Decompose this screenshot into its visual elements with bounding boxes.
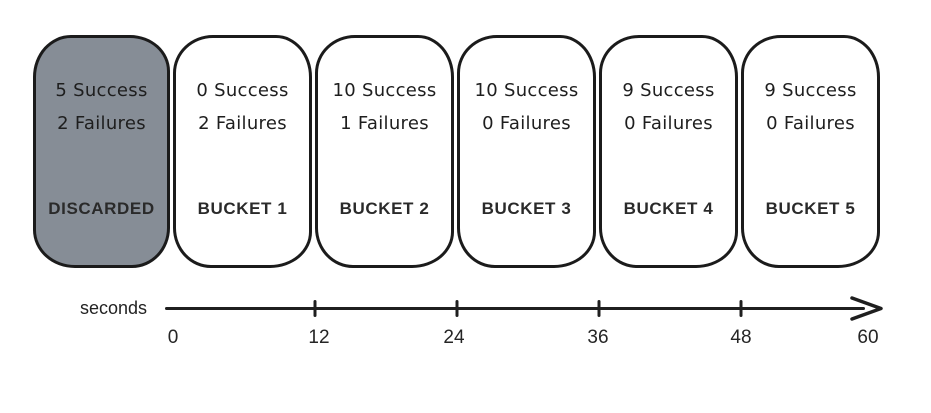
bucket-name-label: BUCKET 3 [481,199,572,218]
bucket-2: 10 Success 1 Failures BUCKET 2 [315,35,454,268]
bucket-3: 10 Success 0 Failures BUCKET 3 [457,35,596,268]
failure-count: 0 Failures [482,113,571,134]
bucket-1: 0 Success 2 Failures BUCKET 1 [173,35,312,268]
bucket-name-label: BUCKET 1 [197,199,288,218]
tick-label-0: 0 [167,327,179,348]
bucket-5: 9 Success 0 Failures BUCKET 5 [741,35,880,268]
failure-count: 1 Failures [340,113,429,134]
axis-tick-12 [313,300,317,317]
success-count: 10 Success [474,80,579,101]
success-count: 9 Success [622,80,715,101]
bucket-name-label: BUCKET 2 [339,199,430,218]
bucket-stats: 0 Success 2 Failures [196,74,288,140]
bucket-name-label: DISCARDED [48,199,155,218]
failure-count: 0 Failures [624,113,713,134]
axis-tick-48 [739,300,743,317]
success-count: 9 Success [764,80,857,101]
success-count: 5 Success [55,80,148,101]
bucket-stats: 9 Success 0 Failures [622,74,714,140]
bucket-stats: 9 Success 0 Failures [764,74,856,140]
bucket-4: 9 Success 0 Failures BUCKET 4 [599,35,738,268]
bucket-name-label: BUCKET 5 [765,199,856,218]
bucket-name-label: BUCKET 4 [623,199,714,218]
bucket-stats: 10 Success 0 Failures [474,74,578,140]
success-count: 0 Success [196,80,289,101]
failure-count: 2 Failures [198,113,287,134]
failure-count: 2 Failures [57,113,146,134]
success-count: 10 Success [332,80,437,101]
axis-tick-24 [455,300,459,317]
buckets-row: 5 Success 2 Failures DISCARDED 0 Success… [33,35,880,268]
bucket-discarded: 5 Success 2 Failures DISCARDED [33,35,170,268]
timeline-axis [165,307,865,310]
axis-unit-label: seconds [80,298,148,318]
bucket-stats: 10 Success 1 Failures [332,74,436,140]
tick-label-24: 24 [443,327,465,348]
tick-label-12: 12 [308,327,330,348]
tick-label-36: 36 [587,327,609,348]
bucket-stats: 5 Success 2 Failures [55,74,147,140]
arrow-right-icon [850,296,883,321]
tick-label-48: 48 [730,327,752,348]
tick-label-60: 60 [857,327,879,348]
failure-count: 0 Failures [766,113,855,134]
axis-tick-36 [597,300,601,317]
